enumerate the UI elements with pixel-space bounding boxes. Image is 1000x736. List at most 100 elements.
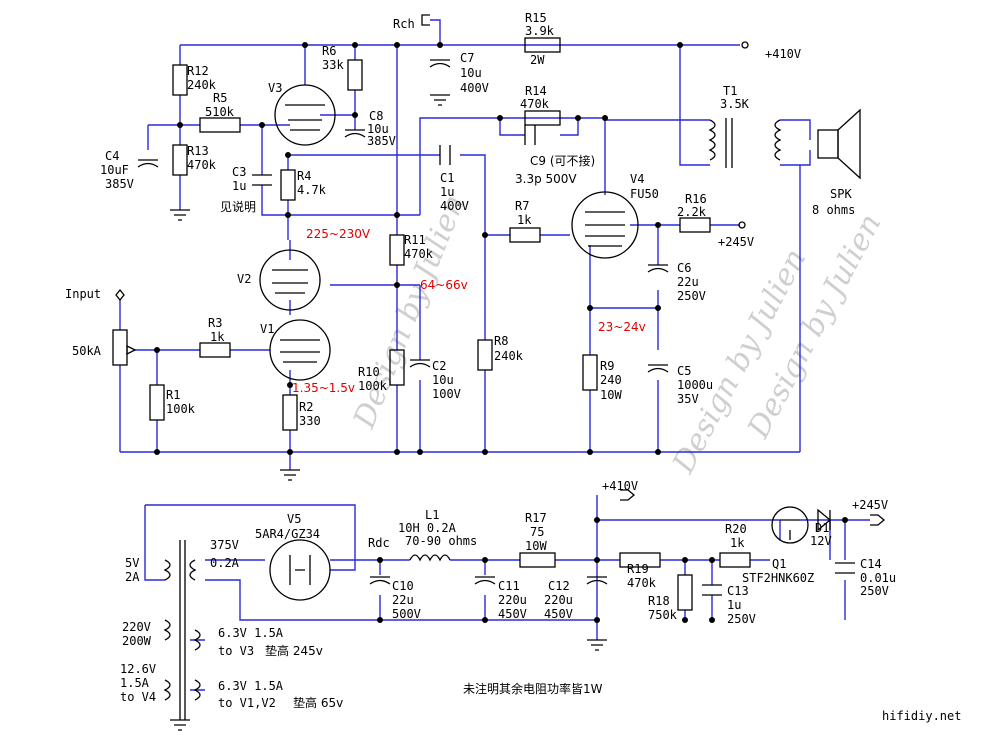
v5-tube-icon — [269, 539, 331, 601]
r9-val: 240 — [600, 373, 622, 387]
c12-val: 220u — [544, 593, 573, 607]
r17-power: 10W — [525, 539, 547, 553]
c7-ref: C7 — [460, 51, 474, 65]
v4-label: V4 — [630, 172, 644, 186]
l1-label: L1 — [425, 508, 439, 522]
rch-terminal-icon — [421, 14, 430, 26]
sec-hv-label: 375V — [210, 538, 239, 552]
r1-body — [149, 384, 165, 421]
r13-val: 470k — [187, 158, 217, 172]
r8-ref: R8 — [494, 334, 508, 348]
heater3-current: 1.5A — [120, 676, 150, 690]
site-credit: hifidiy.net — [882, 709, 961, 723]
c4-volt: 385V — [105, 177, 134, 191]
c14-val: 0.01u — [860, 571, 896, 585]
t1-value: 3.5K — [720, 97, 750, 111]
c8-ref: C8 — [369, 109, 383, 123]
voltage-mid: 64~66v — [420, 278, 468, 292]
c2-val: 10u — [432, 373, 454, 387]
d1-zener-icon — [817, 508, 832, 532]
c14-ref: C14 — [860, 557, 882, 571]
c7-val: 10u — [460, 66, 482, 80]
spk-label: SPK — [830, 187, 852, 201]
r18-val: 750k — [648, 608, 678, 622]
c7-icon — [429, 59, 451, 68]
c13-val: 1u — [727, 598, 741, 612]
c3-note: 见说明 — [220, 199, 256, 214]
r10-body — [389, 349, 405, 386]
c7-volt: 400V — [460, 81, 489, 95]
input-label: Input — [65, 287, 101, 301]
r6-val: 33k — [322, 58, 344, 72]
d1-val: 12V — [810, 534, 832, 548]
c11-val: 220u — [498, 593, 527, 607]
r15-val: 3.9k — [525, 24, 555, 38]
r5-ref: R5 — [213, 91, 227, 105]
c4-ref: C4 — [105, 149, 119, 163]
r16-val: 2.2k — [677, 205, 707, 219]
c2-ref: C2 — [432, 359, 446, 373]
r3-ref: R3 — [208, 316, 222, 330]
ground-icon — [170, 209, 190, 221]
r4-body — [280, 169, 296, 201]
c10-val: 22u — [392, 593, 414, 607]
r18-ref: R18 — [648, 594, 670, 608]
c10-icon — [369, 576, 391, 585]
r3-body — [199, 342, 231, 358]
r15-body — [524, 37, 561, 53]
labels: Rch +410V +245V Input 50kA R12 240k R13 … — [65, 11, 961, 723]
b245b-terminal-icon — [870, 514, 886, 526]
input-terminal-icon — [115, 288, 125, 302]
l1-dcr: 70-90 ohms — [405, 534, 477, 548]
c9-val: 3.3p 500V — [515, 172, 577, 186]
c11-ref: C11 — [498, 579, 520, 593]
r13-ref: R13 — [187, 144, 209, 158]
t1-label: T1 — [723, 84, 737, 98]
c2-volt: 100V — [432, 387, 461, 401]
fil-5v-current: 2A — [125, 570, 140, 584]
r5-body — [199, 117, 241, 133]
c13-icon — [702, 584, 722, 596]
q1-part: STF2HNK60Z — [742, 571, 814, 585]
v5-label: V5 — [287, 512, 301, 526]
r20-val: 1k — [730, 536, 745, 550]
heater1-target: to V3 — [218, 644, 254, 658]
r3-val: 1k — [210, 330, 225, 344]
r6-ref: R6 — [322, 44, 336, 58]
c4-icon — [137, 159, 159, 168]
voltage-fu50: 23~24v — [598, 320, 646, 334]
r17-body — [519, 552, 556, 568]
rdc-label: Rdc — [368, 536, 390, 550]
c6-volt: 250V — [677, 289, 706, 303]
junctions — [154, 42, 848, 623]
r15-power: 2W — [530, 53, 545, 67]
v1-label: V1 — [260, 322, 274, 336]
r9-power: 10W — [600, 388, 622, 402]
r4-val: 4.7k — [297, 183, 327, 197]
c10-volt: 500V — [392, 607, 421, 621]
c5-icon — [647, 364, 669, 373]
r10-ref: R10 — [358, 365, 380, 379]
c1-val: 1u — [440, 185, 454, 199]
ground-icon — [587, 639, 607, 651]
c5-volt: 35V — [677, 392, 699, 406]
ground-icon — [170, 719, 190, 731]
t1-primary-icon — [708, 119, 716, 161]
primary-power: 200W — [122, 634, 152, 648]
rch-label: Rch — [393, 17, 415, 31]
c13-ref: C13 — [727, 584, 749, 598]
c1-volt: 400V — [440, 199, 469, 213]
r14-ref: R14 — [525, 84, 547, 98]
c14-volt: 250V — [860, 584, 889, 598]
heater2-bias: 垫高 65v — [293, 695, 343, 710]
c1-ref: C1 — [440, 171, 454, 185]
voltage-plate: 225~230V — [306, 227, 371, 241]
c2-icon — [409, 359, 431, 368]
r19-ref: R19 — [627, 562, 649, 576]
b245-terminal-icon — [738, 221, 746, 229]
r20-body — [719, 552, 751, 568]
c6-val: 22u — [677, 275, 699, 289]
r11-ref: R11 — [404, 233, 426, 247]
c13-volt: 250V — [727, 612, 756, 626]
fil-5v-label: 5V — [125, 556, 139, 570]
